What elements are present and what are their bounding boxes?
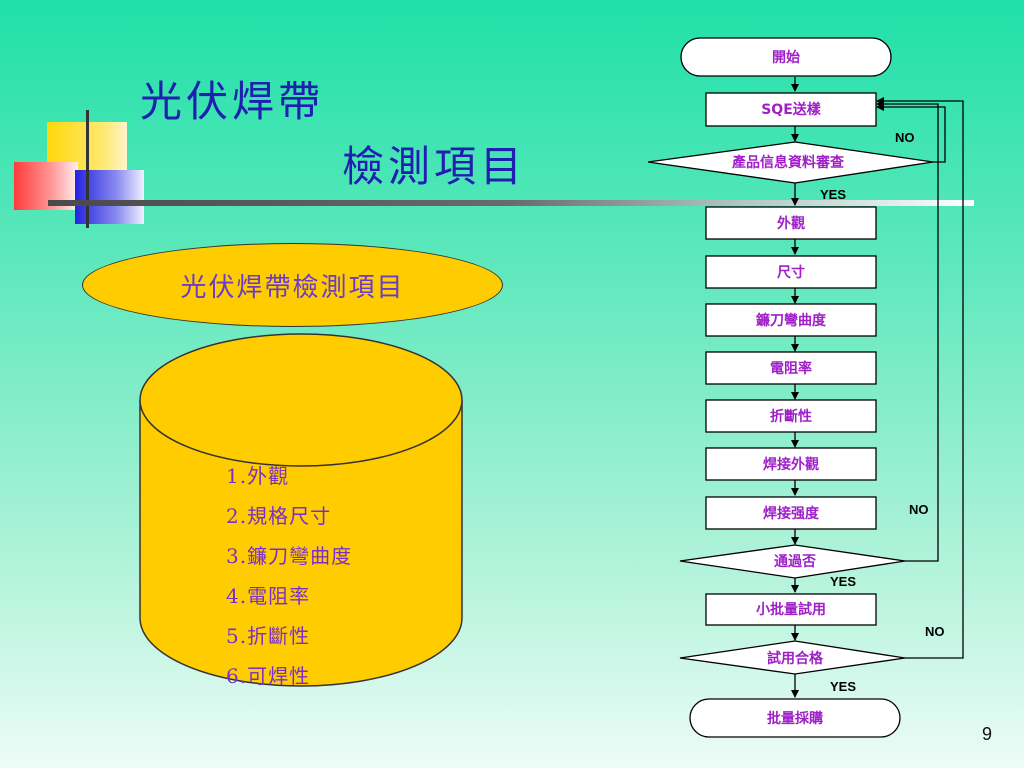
flow-decision-diamond <box>679 544 906 579</box>
yes-label: YES <box>830 679 856 694</box>
list-item: 5.折斷性 <box>226 624 311 648</box>
no-label: NO <box>895 130 915 145</box>
list-item: 1.外觀 <box>226 464 290 488</box>
flow-step-box <box>705 255 877 289</box>
no-label: NO <box>909 502 929 517</box>
flow-step-text: 焊接外觀 <box>763 456 819 473</box>
list-item: 3.鐮刀彎曲度 <box>226 544 353 568</box>
connector-no-loop <box>876 103 946 163</box>
yes-label: YES <box>830 574 856 589</box>
decor-vertical-line <box>86 110 89 228</box>
list-item: 2.規格尺寸 <box>226 504 332 528</box>
flow-step-text: 焊接强度 <box>763 505 820 522</box>
flow-step-text: 小批量試用 <box>756 601 826 618</box>
flow-step-box <box>705 496 877 530</box>
inspection-item-list: 1.外觀 2.規格尺寸 3.鐮刀彎曲度 4.電阻率 5.折斷性 6.可焊性 <box>226 456 352 696</box>
flow-step-box <box>705 447 877 481</box>
flow-decision-diamond <box>679 640 906 675</box>
flow-step-text: 尺寸 <box>777 264 805 281</box>
connector-no-loop <box>876 100 939 562</box>
list-item: 4.電阻率 <box>226 584 311 608</box>
flow-decision-text: 產品信息資料審查 <box>731 154 845 171</box>
no-label: NO <box>925 624 945 639</box>
flow-start-text: 開始 <box>772 49 800 66</box>
flow-step-text: 鐮刀彎曲度 <box>756 312 827 329</box>
label-ellipse-text: 光伏焊帶檢測項目 <box>180 272 405 303</box>
flow-end-terminal <box>689 698 901 738</box>
flow-step-box <box>705 399 877 433</box>
list-item: 6.可焊性 <box>226 664 311 688</box>
flow-start-terminal <box>680 37 892 77</box>
flow-step-text: SQE送樣 <box>761 101 822 118</box>
flow-end-text: 批量採購 <box>767 710 823 727</box>
flow-step-box <box>705 206 877 240</box>
flow-step-box <box>705 593 877 626</box>
flow-step-box <box>705 351 877 385</box>
flow-step-box <box>705 92 877 127</box>
slide-title-line1: 光伏焊帶 <box>140 77 325 126</box>
flow-step-box <box>705 303 877 337</box>
decor-horizontal-rule <box>48 200 974 206</box>
cylinder-shape <box>139 333 463 687</box>
flow-step-text: 外觀 <box>777 215 805 232</box>
flow-decision-text: 試用合格 <box>767 650 824 667</box>
connector-no-loop <box>876 97 964 659</box>
flow-decision-text: 通過否 <box>774 554 816 570</box>
slide-title-line2: 檢測項目 <box>342 142 527 191</box>
label-ellipse <box>82 243 503 327</box>
yes-label: YES <box>820 187 846 202</box>
flow-step-text: 電阻率 <box>770 360 812 377</box>
page-number: 9 <box>981 724 992 744</box>
flow-decision-diamond <box>647 141 934 184</box>
flow-step-text: 折斷性 <box>770 408 812 425</box>
